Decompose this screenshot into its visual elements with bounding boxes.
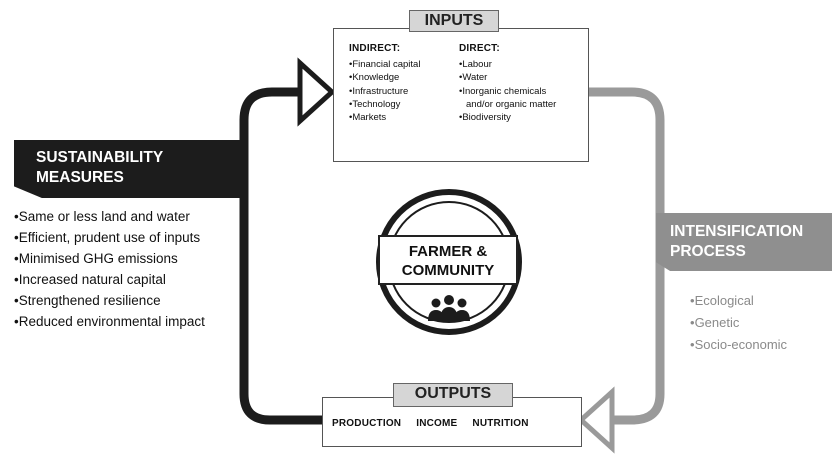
farmer-line1: FARMER &	[408, 243, 488, 260]
list-item: Biodiversity	[459, 111, 585, 124]
list-item: Efficient, prudent use of inputs	[14, 228, 244, 247]
list-item: Ecological	[690, 290, 787, 312]
farmer-community-label: FARMER & COMMUNITY	[378, 235, 518, 285]
sustainability-banner: SUSTAINABILITY MEASURES	[14, 140, 246, 198]
list-item: Financial capital	[349, 58, 459, 71]
output-item: NUTRITION	[472, 418, 529, 429]
outputs-title: OUTPUTS	[393, 383, 513, 407]
indirect-inputs-column: INDIRECT: Financial capital Knowledge In…	[349, 42, 459, 124]
list-item: Knowledge	[349, 71, 459, 84]
list-item: Reduced environmental impact	[14, 312, 244, 331]
list-item: Same or less land and water	[14, 207, 244, 226]
output-item: PRODUCTION	[332, 418, 402, 429]
farmer-line2: COMMUNITY	[401, 262, 495, 279]
indirect-heading: INDIRECT:	[349, 43, 401, 54]
outputs-arrowhead-icon	[577, 386, 615, 454]
outputs-items: PRODUCTION INCOME NUTRITION	[332, 418, 578, 429]
direct-heading: DIRECT:	[459, 43, 500, 54]
intensification-title-line2: PROCESS	[670, 243, 746, 260]
people-group-icon	[428, 295, 470, 322]
list-item: Strengthened resilience	[14, 291, 244, 310]
list-item: Labour	[459, 58, 585, 71]
indirect-list: Financial capital Knowledge Infrastructu…	[349, 58, 459, 124]
list-item: Markets	[349, 111, 459, 124]
sustainability-list: Same or less land and water Efficient, p…	[14, 207, 244, 333]
intensification-title-line1: INTENSIFICATION	[670, 223, 804, 240]
list-item: Minimised GHG emissions	[14, 249, 244, 268]
list-item: Technology	[349, 98, 459, 111]
direct-inputs-column: DIRECT: Labour Water Inorganic chemicals…	[459, 42, 585, 124]
sustainability-title-line2: MEASURES	[36, 169, 124, 186]
output-item: INCOME	[416, 418, 458, 429]
list-item-continuation: and/or organic matter	[466, 98, 557, 110]
intensification-list: Ecological Genetic Socio-economic	[690, 290, 788, 356]
list-item: Inorganic chemicals	[459, 85, 585, 98]
intensification-banner: INTENSIFICATION PROCESS	[656, 213, 832, 271]
right-loop-arc	[585, 87, 665, 425]
inputs-title: INPUTS	[409, 10, 499, 32]
list-item: Socio-economic	[690, 334, 788, 356]
list-item: Genetic	[690, 312, 787, 334]
direct-list: Labour Water Inorganic chemicals and/or …	[459, 58, 585, 124]
inputs-arrowhead-icon	[297, 57, 336, 127]
list-item: Water	[459, 71, 585, 84]
left-loop-arc	[239, 87, 405, 425]
list-item: Increased natural capital	[14, 270, 244, 289]
sustainability-title-line1: SUSTAINABILITY	[36, 149, 164, 166]
list-item: Infrastructure	[349, 85, 459, 98]
